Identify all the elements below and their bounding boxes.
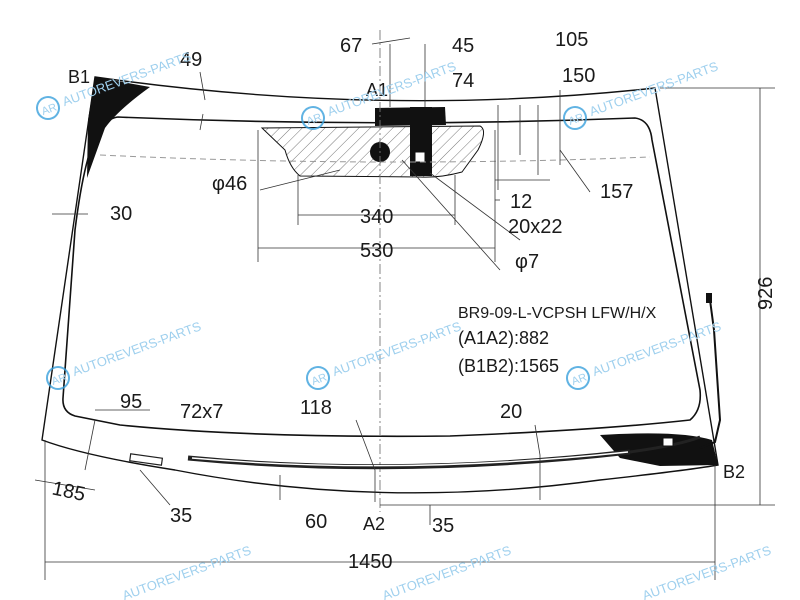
- dim-phi7: φ7: [515, 251, 539, 273]
- heating-strip: [187, 449, 631, 470]
- svg-text:AUTOREVERS-PARTS: AUTOREVERS-PARTS: [120, 542, 253, 600]
- label-a1: A1: [366, 80, 388, 100]
- shade-band-line: [99, 154, 651, 163]
- dim-105: 105: [555, 29, 588, 51]
- dimension-lines: [34, 37, 775, 580]
- dim-530: 530: [360, 240, 393, 262]
- label-b1: B1: [68, 67, 90, 87]
- dim-926: 926: [755, 277, 777, 310]
- dim-45: 45: [452, 35, 474, 57]
- watermark-5: AR AUTOREVERS-PARTS: [306, 318, 463, 390]
- length-b1b2: (B1B2):1565: [458, 356, 559, 376]
- watermark-logo-icon: [563, 106, 587, 130]
- dim-157: 157: [600, 181, 633, 203]
- frit-inner-edge: [62, 116, 702, 438]
- svg-text:AUTOREVERS-PARTS: AUTOREVERS-PARTS: [380, 542, 513, 600]
- heating-connector: [662, 437, 674, 447]
- heating-strip-inner: [191, 451, 629, 467]
- svg-text:AUTOREVERS-PARTS: AUTOREVERS-PARTS: [330, 318, 463, 379]
- dim-67: 67: [340, 35, 362, 57]
- dim-49: 49: [180, 49, 202, 71]
- dim-185: 185: [50, 477, 87, 505]
- dim-74: 74: [452, 70, 474, 92]
- camera-bracket: [410, 107, 432, 176]
- dim-118: 118: [300, 397, 332, 419]
- watermark-6: AR AUTOREVERS-PARTS: [566, 318, 723, 390]
- dim-20x22: 20x22: [508, 216, 563, 238]
- dim-20: 20: [500, 401, 522, 423]
- svg-text:AR: AR: [310, 371, 329, 388]
- dim-1450: 1450: [348, 551, 393, 573]
- watermark-9: AUTOREVERS-PARTS: [640, 542, 773, 600]
- dim-150: 150: [562, 65, 595, 87]
- part-code: BR9-09-L-VCPSH LFW/H/X: [458, 305, 657, 322]
- watermark-logo-icon: [46, 366, 70, 390]
- dim-30: 30: [110, 203, 132, 225]
- svg-text:AUTOREVERS-PARTS: AUTOREVERS-PARTS: [590, 318, 723, 379]
- heating-lead-wire: [699, 299, 722, 449]
- dim-12: 12: [510, 191, 532, 213]
- dim-95: 95: [120, 391, 142, 413]
- id-mark-72x7: [129, 453, 164, 466]
- lead-terminal: [706, 293, 712, 303]
- svg-text:AR: AR: [40, 101, 59, 118]
- watermark-logo-icon: [36, 96, 60, 120]
- watermark-logo-icon: [566, 366, 590, 390]
- frit-corner-b1: [87, 77, 150, 178]
- svg-text:AR: AR: [305, 111, 324, 128]
- svg-text:AUTOREVERS-PARTS: AUTOREVERS-PARTS: [640, 542, 773, 600]
- watermark-7: AUTOREVERS-PARTS: [120, 542, 253, 600]
- svg-text:AUTOREVERS-PARTS: AUTOREVERS-PARTS: [70, 318, 203, 379]
- camera-window: [414, 151, 426, 163]
- dim-35-center: 35: [432, 515, 454, 537]
- dim-35-left: 35: [170, 505, 192, 527]
- watermark-8: AUTOREVERS-PARTS: [380, 542, 513, 600]
- label-b2: B2: [723, 462, 745, 482]
- dim-340: 340: [360, 206, 393, 228]
- svg-text:AR: AR: [570, 371, 589, 388]
- svg-text:AR: AR: [567, 111, 586, 128]
- svg-text:AUTOREVERS-PARTS: AUTOREVERS-PARTS: [587, 58, 720, 119]
- svg-text:AR: AR: [50, 371, 69, 388]
- dim-72x7: 72x7: [180, 401, 223, 423]
- watermark-logo-icon: [306, 366, 330, 390]
- label-a2: A2: [363, 514, 385, 534]
- length-a1a2: (A1A2):882: [458, 328, 549, 348]
- dim-phi46: φ46: [212, 173, 247, 195]
- watermark-logo-icon: [301, 106, 325, 130]
- glass-outer-edge: [41, 76, 719, 494]
- dim-60: 60: [305, 511, 327, 533]
